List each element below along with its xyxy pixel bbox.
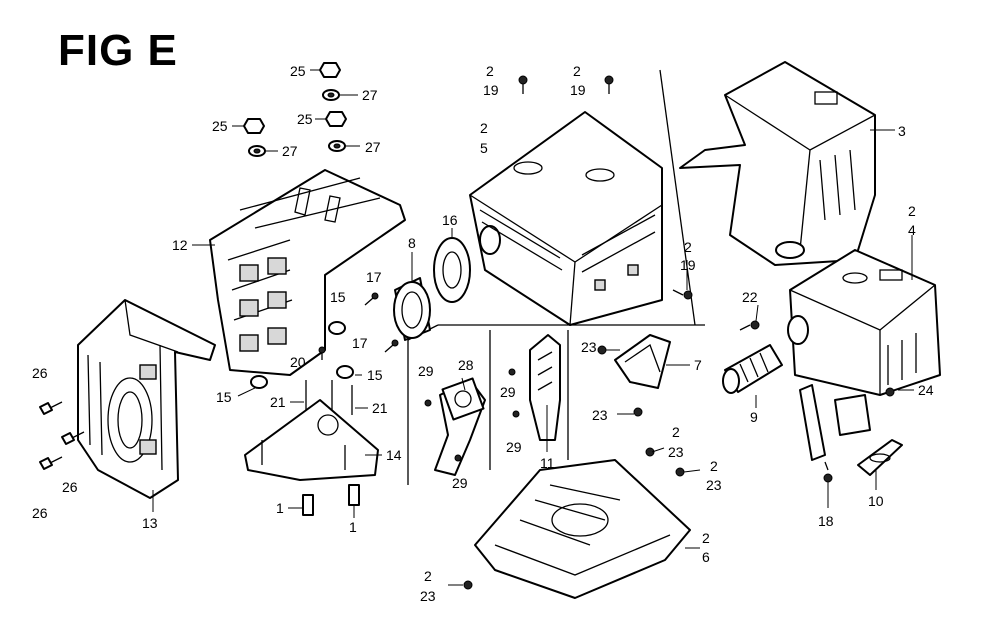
callout-23: 23 [706, 477, 722, 493]
part-14-plate [244, 380, 379, 516]
callout-17: 17 [352, 335, 368, 351]
callout-7: 7 [694, 357, 702, 373]
callout-8: 8 [408, 235, 416, 251]
part-8-cap [393, 277, 431, 341]
part-12-manifold [209, 169, 406, 376]
callout-15: 15 [330, 289, 346, 305]
callout-2: 2 [702, 530, 710, 546]
part-6-shroud [463, 447, 691, 599]
part-28-pipe [424, 377, 486, 476]
callout-27: 27 [282, 143, 298, 159]
callout-23: 23 [668, 444, 684, 460]
part-11-guard [508, 334, 561, 441]
callout-29: 29 [500, 384, 516, 400]
callout-10: 10 [868, 493, 884, 509]
callout-15: 15 [367, 367, 383, 383]
callout-25: 25 [297, 111, 313, 127]
screws-19 [518, 75, 693, 300]
callout-2: 2 [908, 203, 916, 219]
part-5-main-cover [469, 111, 663, 326]
callout-5: 5 [480, 140, 488, 156]
part-16-gasket [433, 237, 471, 303]
callout-2: 2 [684, 239, 692, 255]
part-13-bracket [77, 299, 216, 499]
callout-2: 2 [710, 458, 718, 474]
callout-26: 26 [62, 479, 78, 495]
part-7-bracket [597, 334, 671, 417]
small-fasteners [250, 292, 399, 389]
callout-22: 22 [742, 289, 758, 305]
callout-29: 29 [506, 439, 522, 455]
callout-25: 25 [290, 63, 306, 79]
callout-29: 29 [418, 363, 434, 379]
leader-lines [152, 69, 914, 586]
callout-3: 3 [898, 123, 906, 139]
callout-1: 1 [276, 500, 284, 516]
callout-14: 14 [386, 447, 402, 463]
callout-23: 23 [592, 407, 608, 423]
callout-19: 19 [570, 82, 586, 98]
part-10-gasket [857, 439, 903, 476]
callout-16: 16 [442, 212, 458, 228]
callout-23: 23 [581, 339, 597, 355]
callout-20: 20 [290, 354, 306, 370]
callout-21: 21 [372, 400, 388, 416]
callout-27: 27 [365, 139, 381, 155]
part-9-arrester [722, 320, 783, 394]
callout-21: 21 [270, 394, 286, 410]
callout-25: 25 [212, 118, 228, 134]
part-3-muffler-cover [679, 61, 876, 266]
callout-11: 11 [540, 455, 555, 471]
callout-1: 1 [349, 519, 357, 535]
callout-19: 19 [483, 82, 499, 98]
callout-27: 27 [362, 87, 378, 103]
callout-9: 9 [750, 409, 758, 425]
callout-28: 28 [458, 357, 474, 373]
callout-19: 19 [680, 257, 696, 273]
bracket-and-bolt-18-24 [799, 384, 895, 483]
callout-2: 2 [480, 120, 488, 136]
callout-2: 2 [486, 63, 494, 79]
figure-title: FIG E [58, 26, 178, 75]
callout-6: 6 [702, 549, 710, 565]
callout-2: 2 [672, 424, 680, 440]
callout-15: 15 [216, 389, 232, 405]
callout-4: 4 [908, 222, 916, 238]
callout-23: 23 [420, 588, 436, 604]
callout-18: 18 [818, 513, 834, 529]
callout-13: 13 [142, 515, 158, 531]
callout-29: 29 [452, 475, 468, 491]
callout-24: 24 [918, 382, 934, 398]
callout-labels: 25 27 25 25 27 27 2 19 2 19 2 5 3 12 8 1… [32, 63, 934, 604]
callout-2: 2 [424, 568, 432, 584]
callout-2: 2 [573, 63, 581, 79]
callout-12: 12 [172, 237, 188, 253]
part-4-muffler [787, 249, 941, 396]
bolts-26 [39, 401, 85, 470]
callout-26: 26 [32, 365, 48, 381]
callout-17: 17 [366, 269, 382, 285]
callout-26: 26 [32, 505, 48, 521]
